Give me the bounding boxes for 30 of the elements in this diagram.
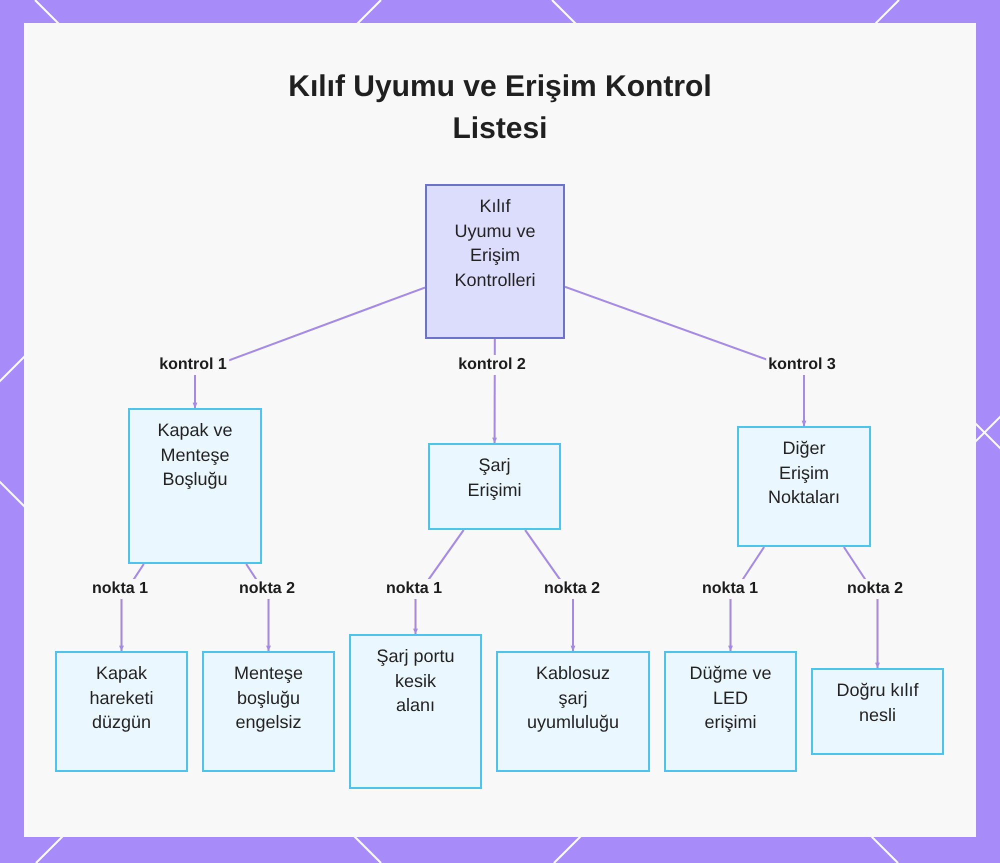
- edge-label: nokta 1: [90, 579, 150, 599]
- process-box: [811, 668, 944, 755]
- process-box: [55, 651, 188, 772]
- edge-label: nokta 2: [237, 579, 297, 599]
- node-label: Şarj portu kesik alanı: [375, 645, 456, 717]
- node-label: Menteşe boşluğu engelsiz: [232, 662, 304, 734]
- process-box: [202, 651, 335, 772]
- node-label: Kablosuz şarj uyumluluğu: [526, 662, 620, 734]
- node-label: Kapak hareketi düzgün: [88, 662, 155, 734]
- node-label: Şarj Erişimi: [466, 454, 522, 502]
- edge-label: nokta 2: [542, 579, 602, 599]
- node-label: Kılıf Uyumu ve Erişim Kontrolleri: [453, 195, 537, 292]
- process-box: [128, 408, 262, 564]
- diagram-title: Kılıf Uyumu ve Erişim Kontrol Listesi: [287, 69, 713, 147]
- edge-label: nokta 2: [845, 579, 905, 599]
- node-label: Düğme ve LED erişimi: [688, 662, 773, 734]
- node-label: Diğer Erişim Noktaları: [766, 437, 842, 509]
- process-box: [428, 443, 561, 530]
- root-box: [425, 184, 565, 339]
- edge-label: kontrol 1: [157, 355, 229, 375]
- process-box: [737, 426, 871, 547]
- edge-label: kontrol 2: [456, 355, 528, 375]
- process-box: [349, 634, 482, 789]
- edge-label: nokta 1: [384, 579, 444, 599]
- edge-label: kontrol 3: [766, 355, 838, 375]
- process-box: [664, 651, 797, 772]
- node-label: Kapak ve Menteşe Boşluğu: [156, 419, 234, 491]
- process-box: [496, 651, 650, 772]
- edge-label: nokta 1: [700, 579, 760, 599]
- node-label: Doğru kılıf nesli: [835, 679, 920, 726]
